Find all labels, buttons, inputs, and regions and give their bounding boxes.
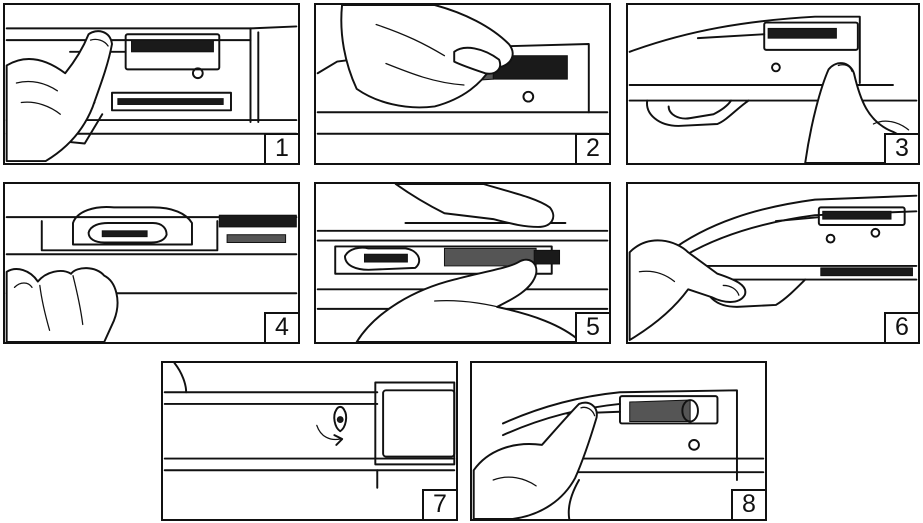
step-panel-3: 3	[626, 3, 920, 165]
step-panel-8: 8	[470, 361, 767, 521]
step-panel-5: 5	[314, 182, 611, 344]
hand-illustration	[396, 184, 554, 227]
step-panel-6: 6	[626, 182, 920, 344]
hand-illustration	[7, 31, 112, 161]
step-number: 5	[575, 312, 609, 342]
step-panel-7: 7	[161, 361, 458, 521]
receiver-illustration	[472, 363, 765, 519]
hand-illustration	[474, 403, 597, 519]
step-number: 2	[575, 133, 609, 163]
receiver-illustration	[316, 184, 609, 342]
step-number: 1	[264, 133, 298, 163]
step-panel-4: 4	[3, 182, 300, 344]
receiver-illustration	[5, 184, 298, 342]
step-number: 3	[884, 133, 918, 163]
hand-illustration	[630, 240, 746, 340]
step-panel-2: 2	[314, 3, 611, 165]
receiver-illustration	[316, 5, 609, 163]
step-panel-1: 1	[3, 3, 300, 165]
step-number: 7	[422, 489, 456, 519]
step-number: 8	[731, 489, 765, 519]
step-number: 6	[884, 312, 918, 342]
receiver-illustration	[628, 5, 918, 163]
hand-illustration	[7, 268, 118, 342]
receiver-illustration	[628, 184, 918, 342]
receiver-illustration	[5, 5, 298, 163]
step-number: 4	[264, 312, 298, 342]
receiver-illustration	[163, 363, 456, 519]
